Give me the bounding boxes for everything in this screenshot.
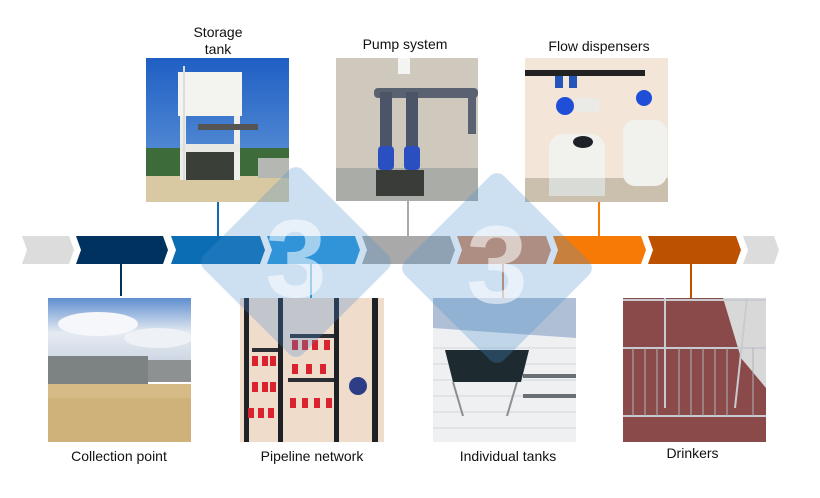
label-pump: Pump system (362, 36, 448, 52)
chevron-individual (457, 236, 551, 264)
photo-drinkers (623, 298, 766, 442)
label-storage-line2: tank (204, 41, 232, 57)
photo-pipeline-network (240, 298, 384, 442)
photo-pump-system (336, 58, 478, 201)
label-collection: Collection point (71, 448, 167, 464)
photo-collection-point (48, 298, 191, 442)
label-storage-line1: Storage (193, 24, 243, 40)
connector-pump (407, 201, 409, 236)
chevron-storage (171, 236, 265, 264)
chevron-pump (362, 236, 455, 264)
connector-pipeline (310, 264, 312, 298)
label-drinkers: Drinkers (666, 445, 719, 461)
connector-storage (217, 202, 219, 236)
connector-drinkers (690, 264, 692, 298)
connector-individual (502, 264, 504, 298)
chevron-end-cap (743, 236, 779, 264)
chevron-flow (553, 236, 646, 264)
label-individual: Individual tanks (459, 448, 557, 464)
label-flow: Flow dispensers (548, 38, 650, 54)
chevron-start-cap (22, 236, 74, 264)
photo-flow-dispensers (525, 58, 668, 202)
photo-individual-tanks (433, 298, 576, 442)
label-storage: Storage tank (168, 24, 268, 58)
connector-flow (598, 202, 600, 236)
chevron-collection (76, 236, 168, 264)
timeline-band (0, 236, 820, 264)
chevron-pipeline (267, 236, 360, 264)
chevron-drinkers (648, 236, 741, 264)
connector-collection (120, 264, 122, 296)
label-pipeline: Pipeline network (260, 448, 364, 464)
photo-storage-tank (146, 58, 289, 202)
